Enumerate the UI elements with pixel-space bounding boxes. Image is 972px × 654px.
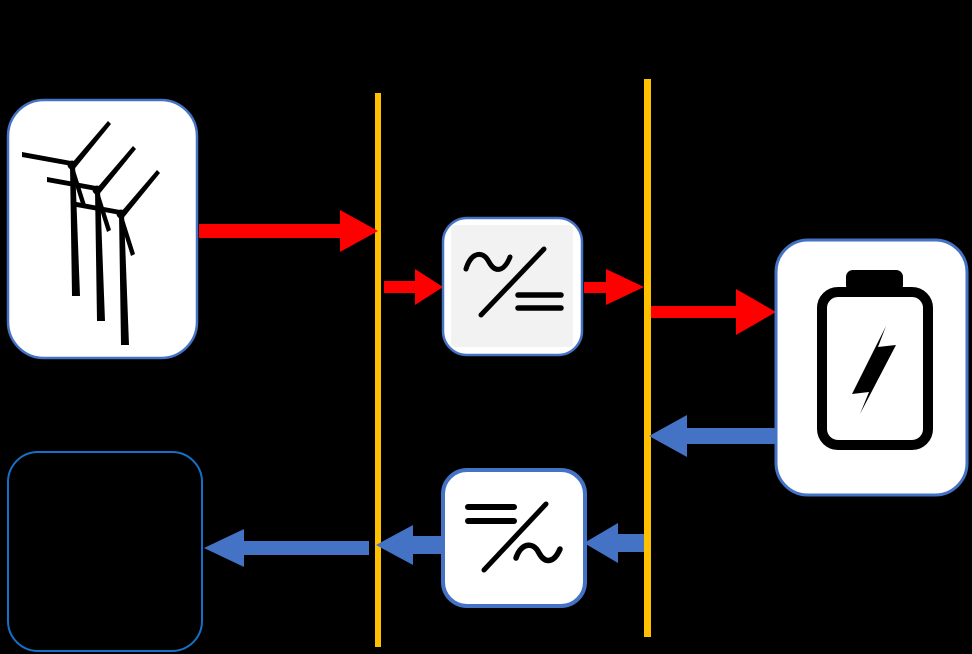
load-box	[7, 451, 203, 652]
charge-arrow-bus2-to-battery	[651, 289, 776, 335]
dc-ac-converter-icon	[465, 501, 563, 573]
charge-arrow-converter-to-bus2	[584, 269, 644, 305]
lightning-bolt-icon	[852, 326, 896, 414]
battery-bolt-icon	[817, 270, 933, 450]
discharge-arrow-bus2-to-converter	[584, 523, 644, 563]
ac-dc-converter-icon	[463, 246, 564, 318]
charge-arrow-bus1-to-converter	[384, 269, 443, 305]
charge-arrow-wind-to-bus1	[199, 210, 378, 252]
bus-1	[375, 93, 381, 647]
wind-farm-box	[6, 98, 199, 360]
discharge-arrow-bus1-to-load	[204, 529, 369, 567]
bus-2	[644, 79, 651, 637]
wind-farm-node	[6, 98, 199, 360]
dc-ac-converter-node	[441, 468, 587, 608]
discharge-arrow-battery-to-bus2	[649, 415, 776, 457]
ac-dc-converter-node	[441, 216, 584, 357]
discharge-arrow-converter-to-bus1	[376, 525, 444, 565]
battery-node	[774, 238, 969, 497]
